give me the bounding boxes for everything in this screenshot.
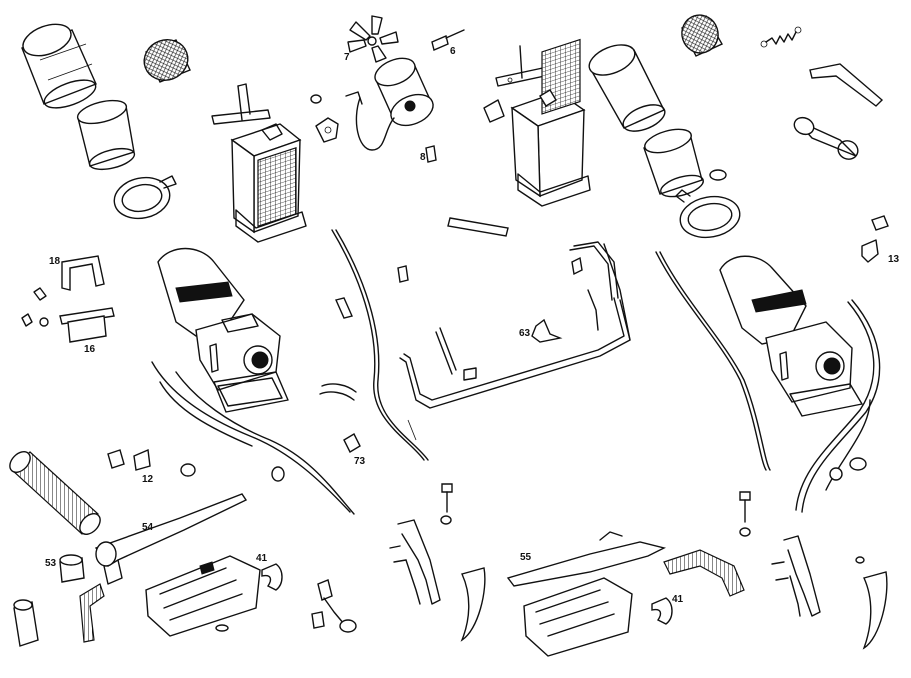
flex-hose-right <box>663 549 745 597</box>
motor-brush <box>431 29 465 51</box>
heater-duct-right <box>719 255 863 417</box>
clamp-ring-left <box>113 175 177 220</box>
part-number-18: 18 <box>49 256 61 267</box>
air-tube-ring-right <box>643 128 704 198</box>
heater-duct-left <box>157 247 289 413</box>
clips-12 <box>107 448 285 482</box>
grommets-right <box>829 457 867 481</box>
sleeve-bottom-left <box>13 599 39 647</box>
bracket-16 <box>59 307 115 343</box>
bracket-left <box>211 83 271 125</box>
clip-13 <box>861 215 889 263</box>
control-cable-right <box>655 251 881 513</box>
part-number-41-right: 41 <box>672 594 684 605</box>
part-number-41-left: 41 <box>256 553 268 564</box>
heat-exchanger-right <box>510 38 591 207</box>
mesh-grille-cap-left <box>143 39 191 83</box>
part-number-55: 55 <box>520 552 532 563</box>
part-number-12: 12 <box>142 474 154 485</box>
part-number-7: 7 <box>344 52 350 63</box>
part-number-54: 54 <box>142 522 154 533</box>
linkage-right <box>771 535 821 617</box>
small-bracket-a <box>315 117 339 143</box>
clamp-ring-right <box>675 189 741 239</box>
bolt-right <box>739 491 751 537</box>
curved-blade-right <box>855 556 888 650</box>
part-number-16: 16 <box>84 344 96 355</box>
curved-pipe-short <box>319 383 357 401</box>
control-cable-center <box>331 229 429 461</box>
heat-exchanger-left <box>230 123 307 243</box>
air-tube-ring-left <box>76 99 136 171</box>
hose-short-right <box>793 116 859 160</box>
grommet-small-a <box>310 94 322 104</box>
small-link-a <box>335 297 353 319</box>
clip-41-right <box>651 597 673 625</box>
motor-clip <box>425 145 437 163</box>
small-bracket-b <box>483 99 505 123</box>
small-nut-left <box>215 624 229 632</box>
bolt-left <box>440 483 453 525</box>
part-number-6: 6 <box>450 46 456 57</box>
blower-motor <box>345 57 434 151</box>
air-tube-large-left <box>21 23 97 109</box>
grommet-small-b <box>709 169 727 181</box>
control-cable-left <box>151 361 355 515</box>
fan-blade <box>347 15 399 63</box>
defroster-duct-55 <box>506 531 667 587</box>
clip-73 <box>343 433 361 453</box>
linkage-left <box>389 519 441 605</box>
duct-cover-right <box>523 577 633 657</box>
air-tube-large-right <box>588 44 666 132</box>
spring <box>760 26 802 48</box>
flex-hose-left <box>9 451 101 535</box>
strap-bracket <box>809 63 884 107</box>
tube-frame <box>399 241 631 409</box>
part-number-53: 53 <box>45 558 57 569</box>
small-fasteners-left <box>21 287 49 327</box>
sleeve-53 <box>59 554 85 583</box>
part-number-13: 13 <box>888 254 900 265</box>
wiper-arm-parts-left <box>311 579 357 633</box>
flex-hose-bottom-left <box>79 583 105 643</box>
defroster-duct-54 <box>94 493 248 585</box>
clip-18 <box>61 255 105 291</box>
part-number-8: 8 <box>420 152 426 163</box>
mesh-grille-cap-right <box>681 14 723 57</box>
straight-rod <box>447 217 509 237</box>
small-link-b <box>397 265 409 283</box>
part-number-63: 63 <box>519 328 531 339</box>
clip-41-left <box>261 563 283 591</box>
mounting-bracket-63 <box>531 318 563 343</box>
curved-blade-left <box>460 567 486 642</box>
duct-cover-left <box>145 555 261 637</box>
part-number-73: 73 <box>354 456 366 467</box>
